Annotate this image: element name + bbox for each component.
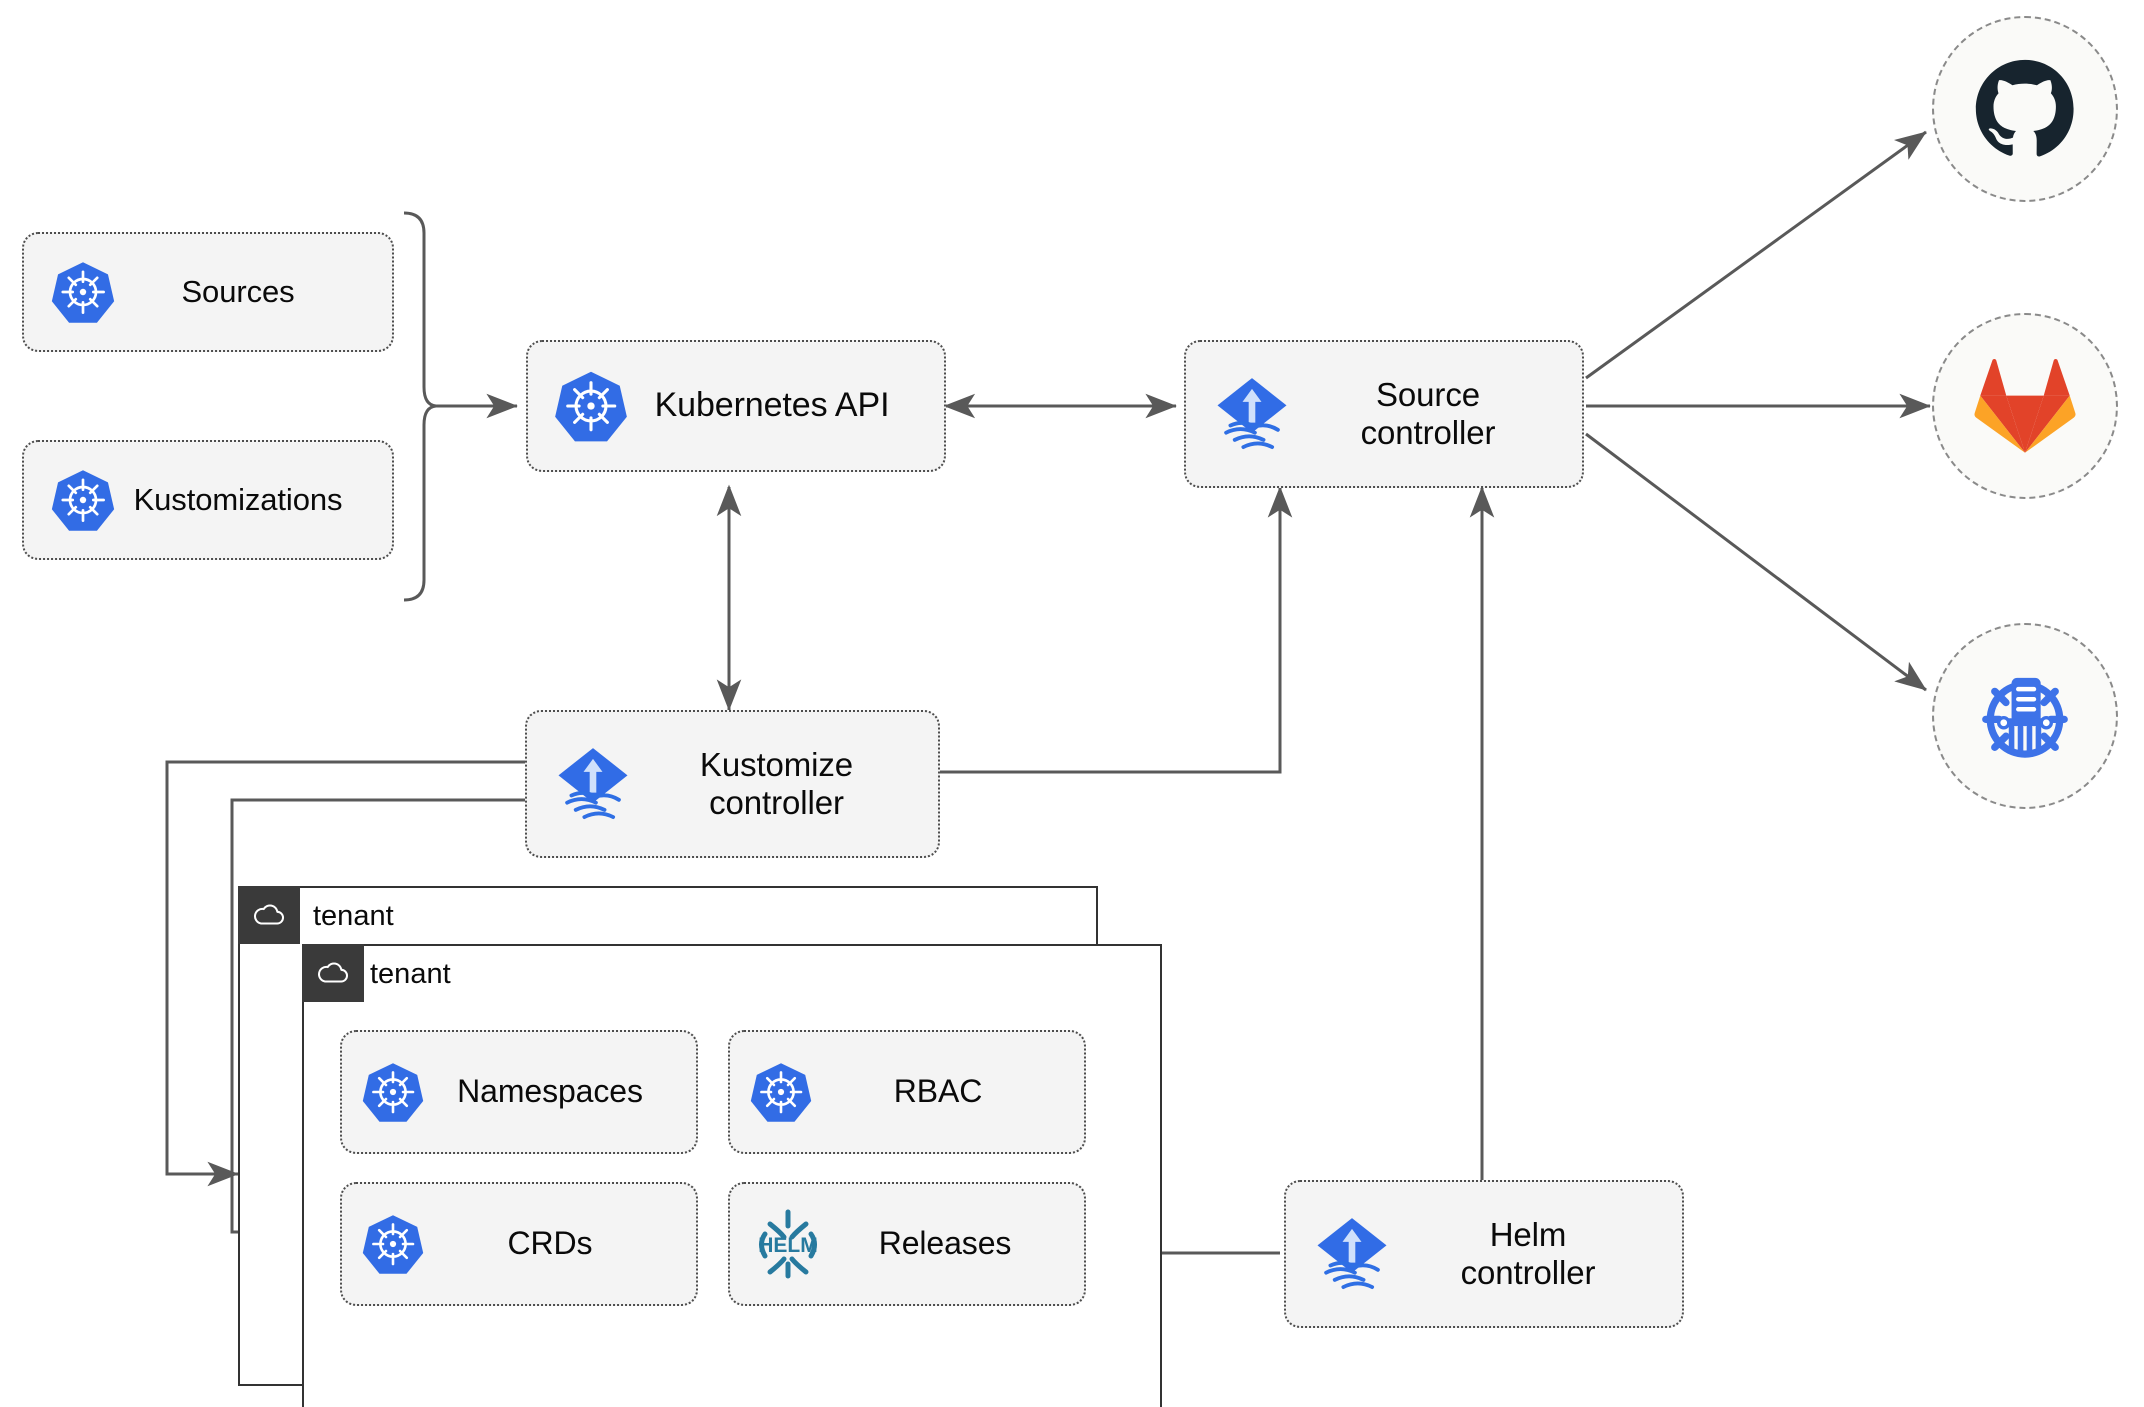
- card-label: Releases: [878, 1225, 1012, 1262]
- card-kubernetes-api[interactable]: Kubernetes API: [526, 340, 946, 472]
- tenant-title-outer: tenant: [313, 900, 394, 932]
- kubernetes-icon: [746, 1057, 816, 1127]
- card-source-controller[interactable]: Source controller: [1184, 340, 1584, 488]
- tenant-title-inner: tenant: [370, 958, 451, 990]
- flux-icon: [1304, 1206, 1400, 1302]
- kubernetes-icon: [358, 1209, 428, 1279]
- tenant-tab-inner: [302, 944, 364, 1002]
- edge-kustomize-to-source: [940, 486, 1293, 774]
- card-label: Sources: [181, 274, 295, 310]
- flux-icon: [545, 736, 641, 832]
- edge-source-to-github: [1585, 130, 1927, 380]
- tenant-window-inner[interactable]: [302, 944, 1162, 1407]
- card-label: Helm controller: [1460, 1215, 1596, 1291]
- flux-icon: [1204, 366, 1300, 462]
- card-label: Kubernetes API: [654, 386, 890, 425]
- cloud-icon: [254, 904, 285, 925]
- card-namespaces[interactable]: Namespaces: [340, 1030, 698, 1154]
- kubernetes-icon: [358, 1057, 428, 1127]
- card-sources[interactable]: Sources: [22, 232, 394, 352]
- card-label: Namespaces: [457, 1073, 643, 1110]
- endpoint-github[interactable]: [1932, 16, 2118, 202]
- card-label: Kustomizations: [133, 482, 343, 518]
- github-icon: [1975, 59, 2074, 157]
- helm-icon: HELM: [746, 1209, 830, 1279]
- endpoint-gitlab[interactable]: [1932, 313, 2118, 499]
- kubernetes-icon: [46, 255, 120, 329]
- card-label: CRDs: [507, 1225, 593, 1262]
- kubernetes-icon: [550, 365, 632, 447]
- helm-wordmark: HELM: [758, 1234, 818, 1257]
- card-label: Kustomize controller: [699, 745, 854, 821]
- tenant-tab-outer: [238, 886, 300, 944]
- kubernetes-icon: [46, 463, 120, 537]
- card-helm-controller[interactable]: Helm controller: [1284, 1180, 1684, 1328]
- card-kustomizations[interactable]: Kustomizations: [22, 440, 394, 560]
- gitlab-icon: [1974, 359, 2076, 453]
- card-crds[interactable]: CRDs: [340, 1182, 698, 1306]
- card-label: RBAC: [893, 1073, 983, 1110]
- brace-sources-kustomizations: [403, 211, 437, 602]
- cloud-icon: [318, 962, 349, 983]
- card-releases[interactable]: HELM Releases: [728, 1182, 1086, 1306]
- edge-source-to-helm-repository: [1585, 432, 1927, 692]
- endpoint-helm-repository[interactable]: [1932, 623, 2118, 809]
- card-label: Source controller: [1360, 375, 1496, 451]
- helm-repository-icon: [1982, 677, 2068, 758]
- card-kustomize-controller[interactable]: Kustomize controller: [525, 710, 940, 858]
- card-rbac[interactable]: RBAC: [728, 1030, 1086, 1154]
